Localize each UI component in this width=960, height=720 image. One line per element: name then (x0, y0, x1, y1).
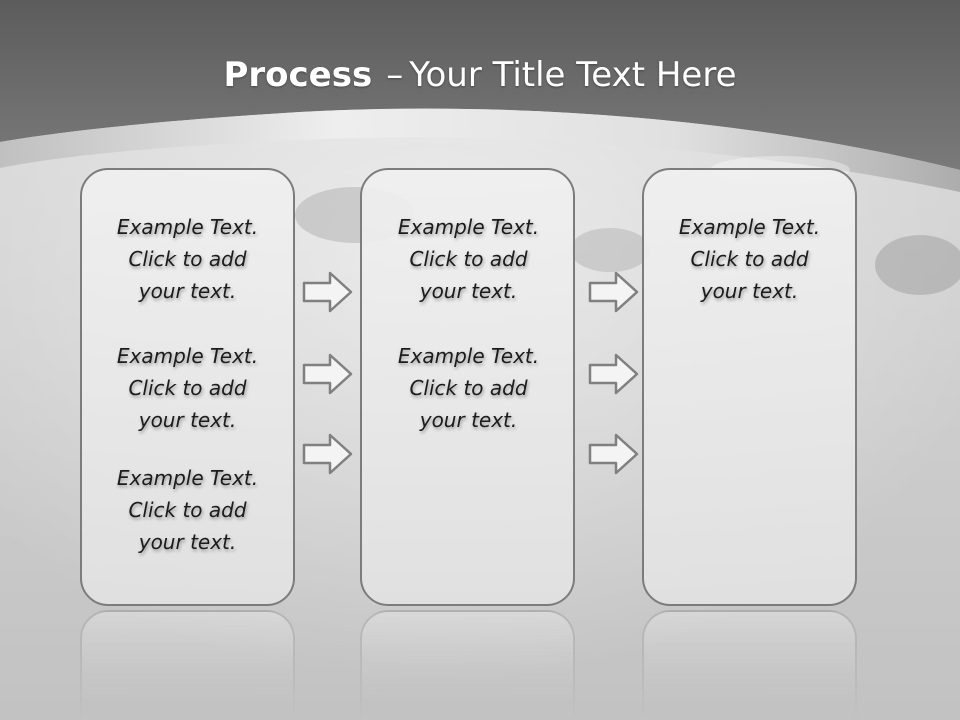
title-separator: – (386, 55, 404, 95)
process-box-2-reflection (360, 610, 575, 720)
arrow-right-icon (588, 353, 639, 395)
text-block-3-1[interactable]: Example Text. Click to add your text. (642, 211, 857, 307)
text-line: Example Text. (397, 215, 540, 239)
process-box-3[interactable] (642, 168, 857, 606)
text-line: your text. (419, 408, 518, 432)
text-line: Click to add (409, 376, 528, 400)
text-line: Example Text. (116, 466, 259, 490)
arrow-right-icon (588, 271, 639, 313)
title-rest: Your Title Text Here (409, 55, 737, 95)
slide-title[interactable]: Process–Your Title Text Here (0, 52, 960, 98)
text-line: Example Text. (397, 344, 540, 368)
text-line: your text. (138, 408, 237, 432)
text-block-1-3[interactable]: Example Text. Click to add your text. (80, 462, 295, 558)
arrow-right-icon (302, 433, 353, 475)
text-line: Click to add (128, 498, 247, 522)
arrow-right-icon (588, 433, 639, 475)
text-line: your text. (419, 279, 518, 303)
text-line: Example Text. (678, 215, 821, 239)
process-box-1-reflection (80, 610, 295, 720)
text-block-1-1[interactable]: Example Text. Click to add your text. (80, 211, 295, 307)
arrow-right-icon (302, 353, 353, 395)
text-block-1-2[interactable]: Example Text. Click to add your text. (80, 340, 295, 436)
process-box-1[interactable] (80, 168, 295, 606)
text-line: Click to add (128, 247, 247, 271)
arrow-right-icon (302, 271, 353, 313)
text-line: Click to add (128, 376, 247, 400)
text-line: Example Text. (116, 344, 259, 368)
text-block-2-1[interactable]: Example Text. Click to add your text. (361, 211, 576, 307)
text-line: Click to add (409, 247, 528, 271)
text-line: Example Text. (116, 215, 259, 239)
process-box-3-reflection (642, 610, 857, 720)
text-block-2-2[interactable]: Example Text. Click to add your text. (361, 340, 576, 436)
text-line: your text. (138, 530, 237, 554)
process-box-2[interactable] (360, 168, 575, 606)
text-line: your text. (700, 279, 799, 303)
text-line: Click to add (690, 247, 809, 271)
title-bold: Process (223, 55, 373, 95)
text-line: your text. (138, 279, 237, 303)
